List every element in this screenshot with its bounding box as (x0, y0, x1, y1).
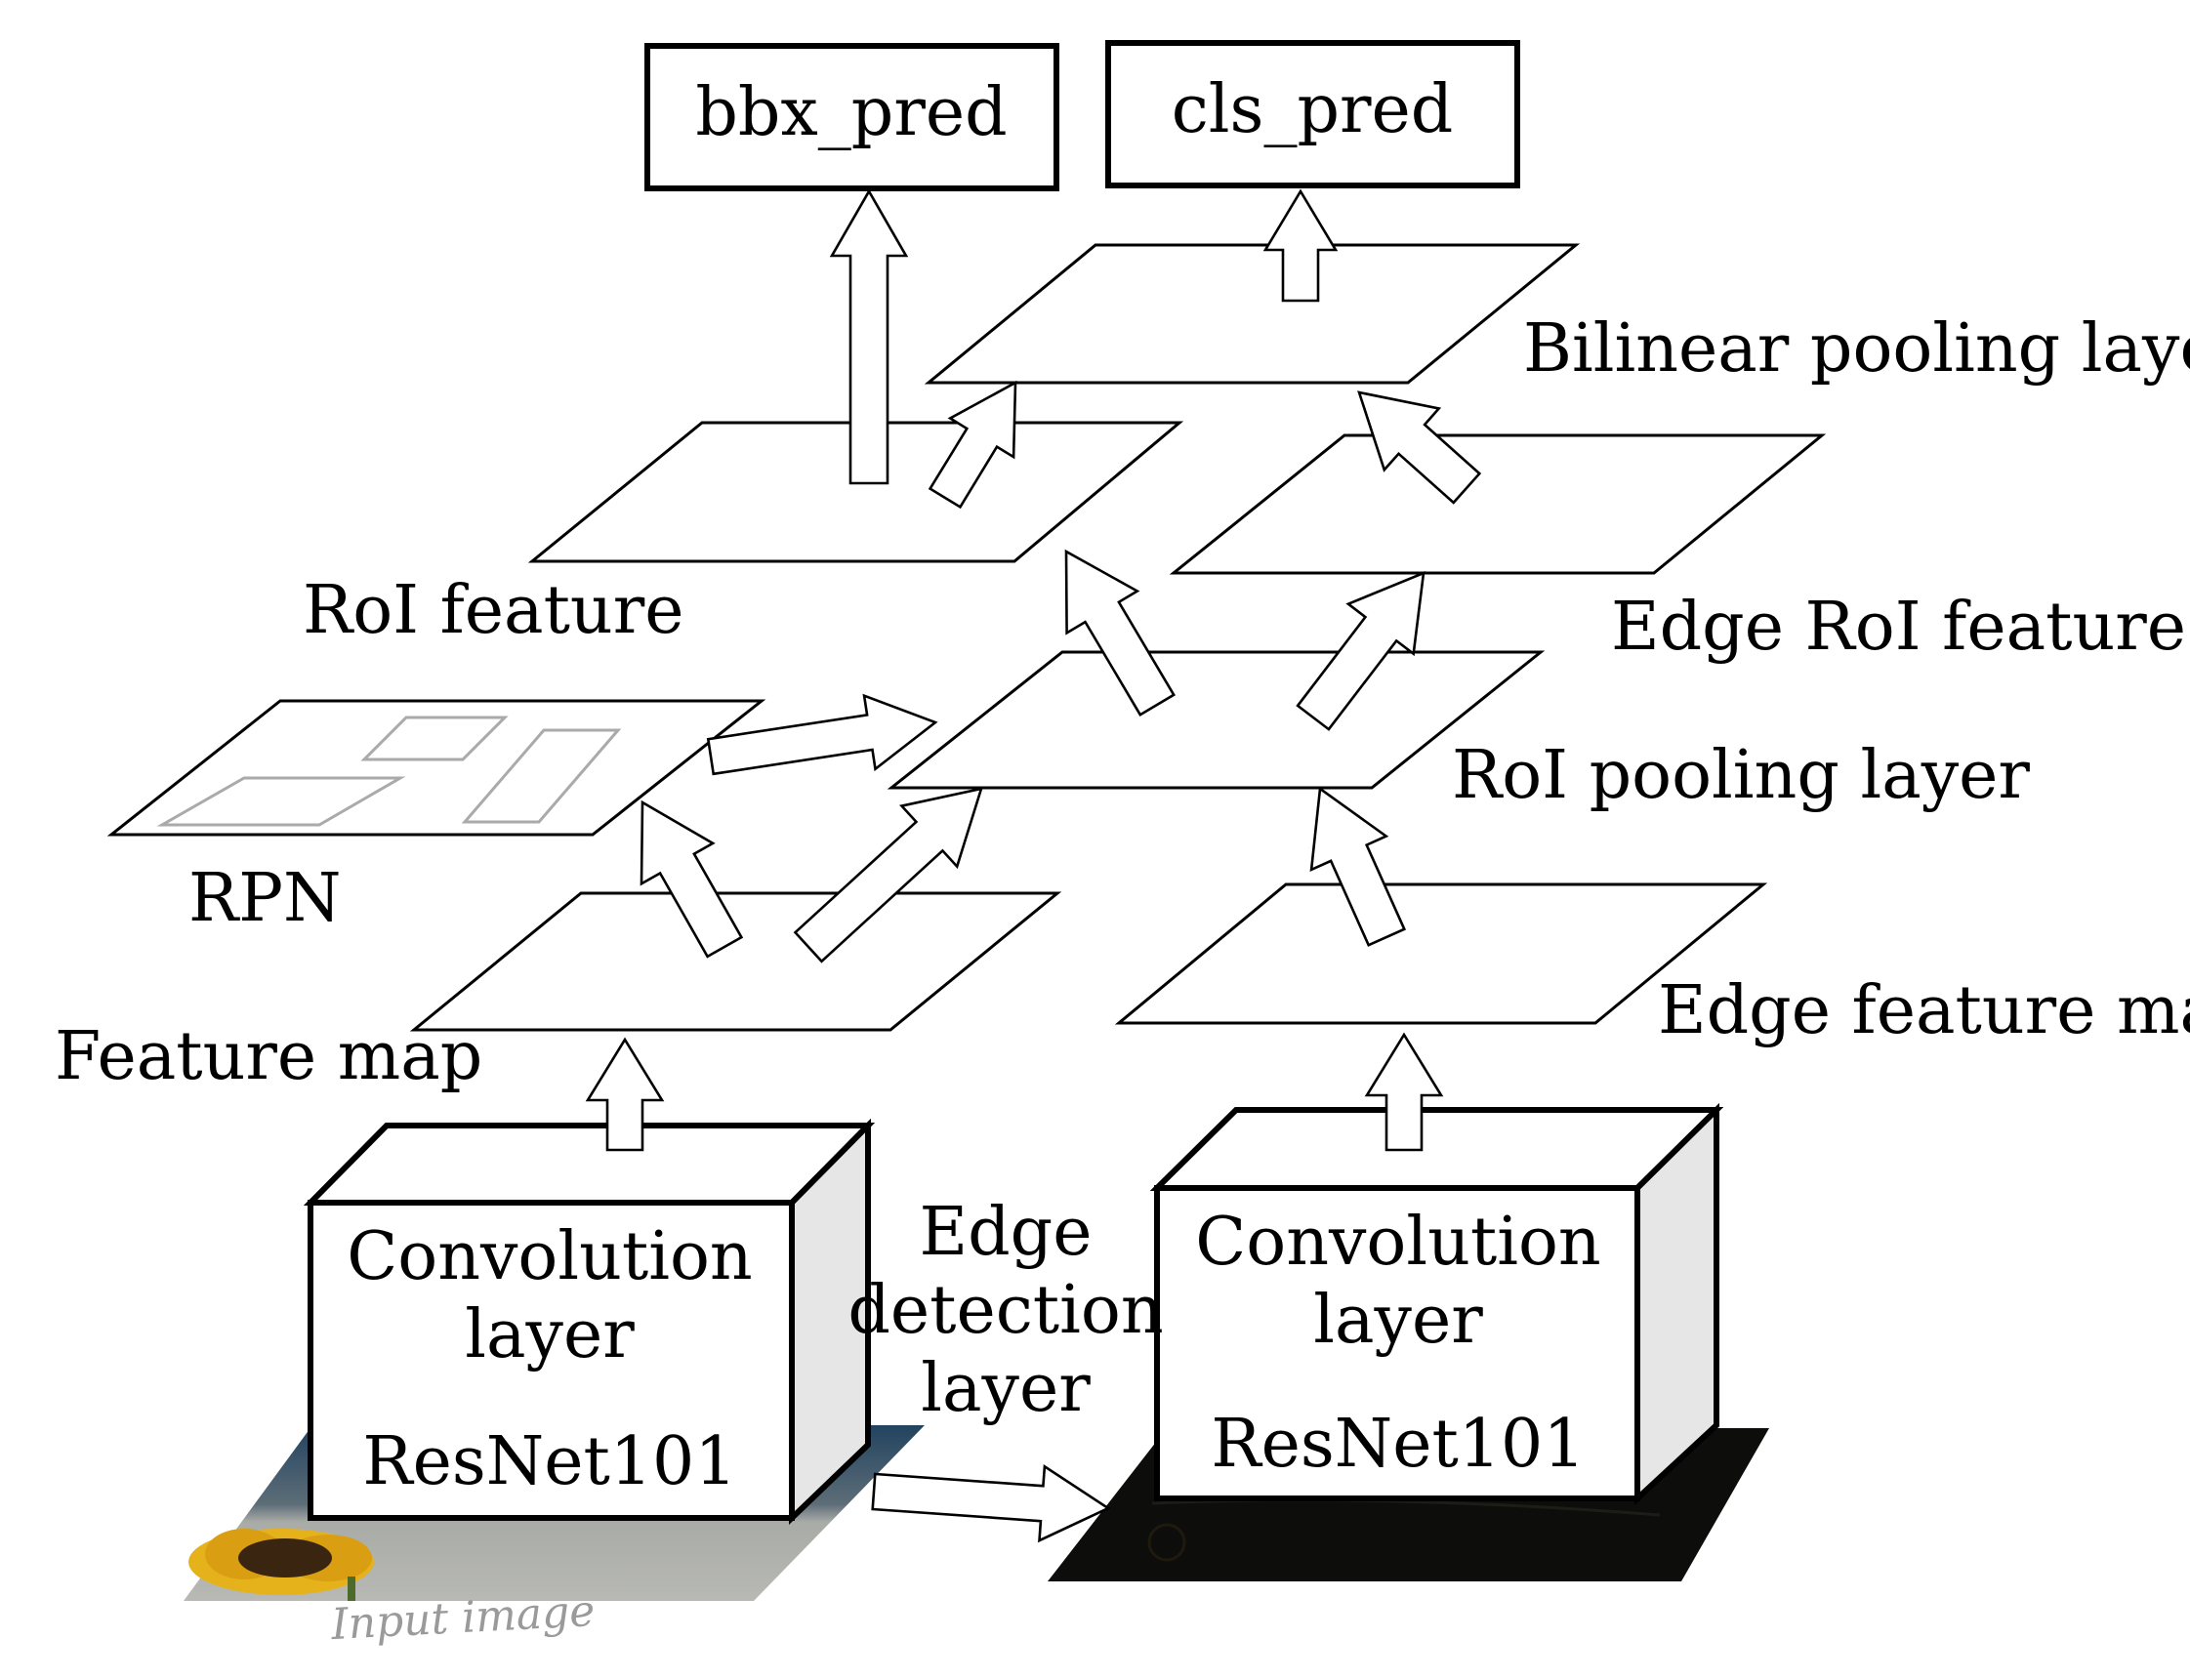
edge-detection-label-line3: layer (921, 1350, 1091, 1427)
arrow-roi-pooling-to-roi-feature (1064, 549, 1176, 717)
arrow-conv-to-feature-map (585, 1037, 665, 1152)
feature-map-plane (409, 891, 1062, 1032)
rpn-label: RPN (188, 860, 341, 937)
right-block-subtitle: layer (1313, 1282, 1483, 1359)
roi-feature-plane (527, 421, 1184, 563)
bbx-pred-label: bbx_pred (695, 74, 1007, 151)
sunflower-image (188, 1529, 374, 1601)
arrow-bilinear-to-cls-pred (1262, 188, 1339, 303)
arrow-conv-to-edge-feature-map (1364, 1032, 1444, 1152)
roi-pooling-label: RoI pooling layer (1452, 737, 2030, 814)
cls-pred-label: cls_pred (1172, 71, 1454, 148)
right-block-top-face (1149, 1107, 1724, 1191)
left-block-front-face (308, 1200, 795, 1521)
edge-roi-feature-plane (1169, 433, 1827, 575)
arrow-roi-feature-to-bilinear (928, 380, 1017, 510)
rpn-proposal-box (360, 716, 509, 761)
arrow-rpn-to-roi-pooling (706, 693, 938, 776)
edge-feature-map-plane (1114, 882, 1768, 1025)
arrow-feature-map-to-roi-pooling (793, 787, 983, 963)
roi-pooling-plane (887, 650, 1546, 790)
rpn-proposal-box (461, 728, 622, 824)
left-block-top-face (303, 1123, 876, 1206)
left-convolution-block: Convolution layer ResNet101 (303, 1118, 876, 1526)
edge-roi-feature-label: Edge RoI feature (1611, 589, 2186, 666)
bilinear-pooling-label: Bilinear pooling layer (1523, 310, 2190, 388)
arrow-edge-detection (871, 1464, 1111, 1543)
arrow-edge-feature-map-to-roi-pooling (1309, 786, 1407, 947)
cls-pred-box: cls_pred (1105, 40, 1520, 188)
arrow-feature-map-to-rpn (640, 799, 744, 959)
rpn-proposal-box (156, 776, 406, 827)
rpn-plane (106, 699, 766, 837)
arrow-roi-pooling-to-edge-roi-feature (1296, 570, 1426, 731)
edge-detection-label-line1: Edge (920, 1194, 1093, 1271)
flow-arrows (585, 188, 1482, 1543)
right-convolution-block: Convolution layer ResNet101 (1149, 1102, 1724, 1505)
right-block-title: Convolution (1195, 1204, 1600, 1281)
arrow-roi-feature-to-bbx-pred (829, 188, 909, 485)
edge-detection-label-line2: detection (847, 1272, 1163, 1349)
roi-feature-label: RoI feature (303, 572, 683, 649)
arrow-edge-roi-to-bilinear (1357, 390, 1482, 505)
left-block-model: ResNet101 (362, 1423, 736, 1500)
left-block-title: Convolution (347, 1218, 752, 1295)
feature-map-label: Feature map (55, 1018, 482, 1095)
bbx-pred-box: bbx_pred (644, 43, 1059, 191)
bilinear-pooling-plane (924, 243, 1581, 385)
right-block-front-face (1154, 1185, 1640, 1501)
right-block-model: ResNet101 (1211, 1406, 1585, 1483)
left-block-subtitle: layer (465, 1296, 635, 1373)
edge-feature-map-label: Edge feature map (1658, 972, 2190, 1049)
